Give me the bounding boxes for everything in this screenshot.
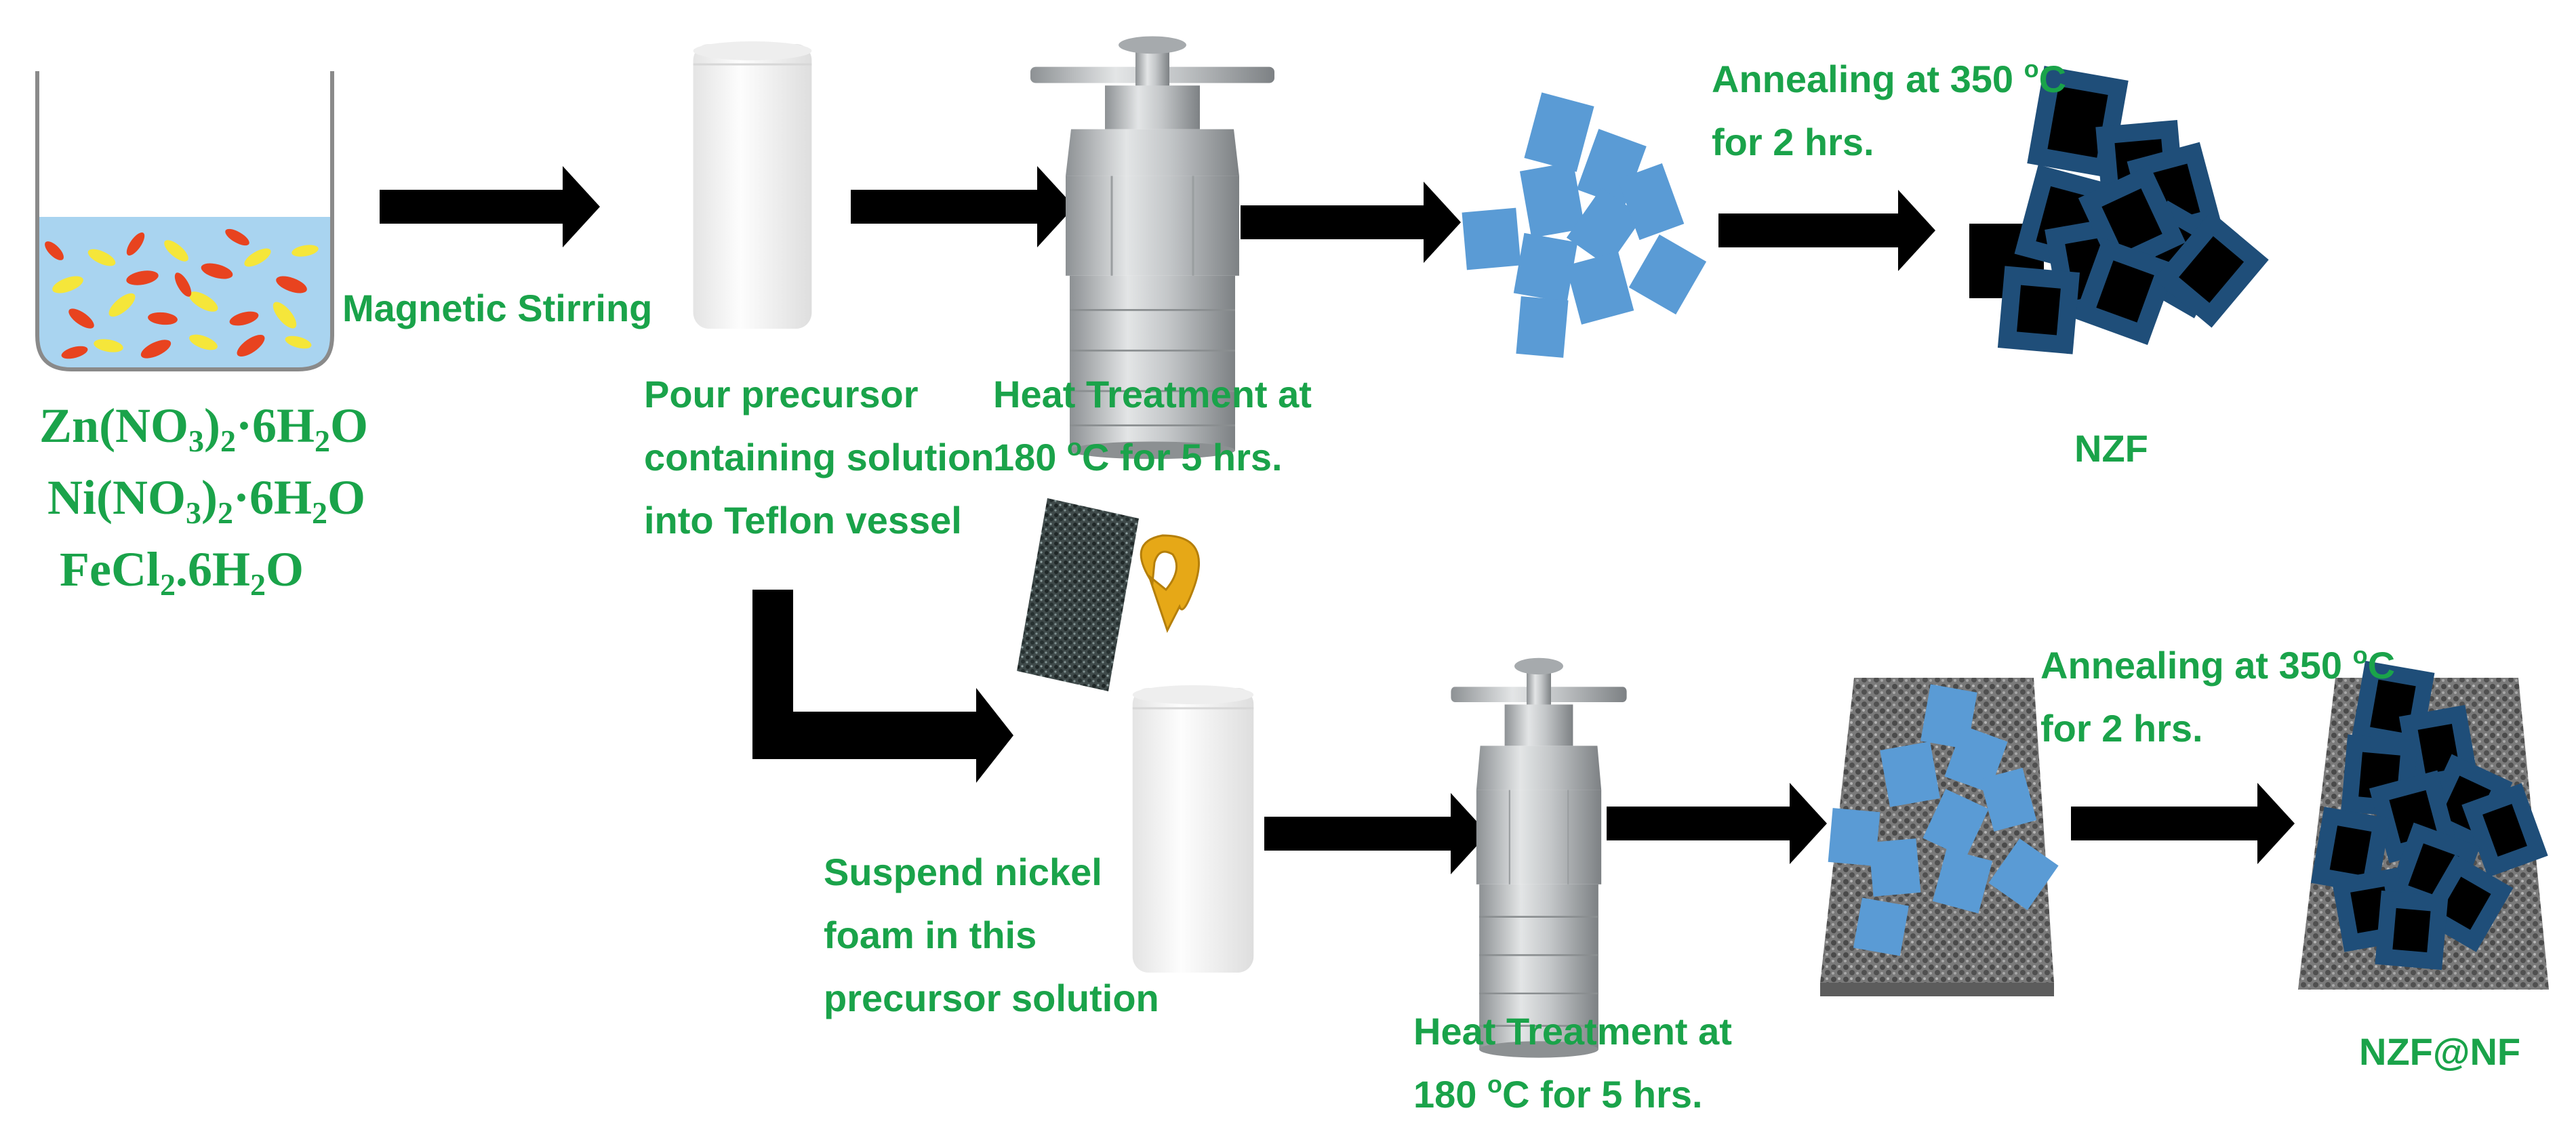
arrow-4 [1718, 190, 1935, 271]
arrow-l-shaped [752, 590, 1013, 783]
nickel-foam-icon [1017, 498, 1139, 691]
label-magnetic-stirring: Magnetic Stirring [342, 287, 653, 329]
plates-top [1462, 92, 1707, 358]
rotate-arrow-icon [1140, 534, 1200, 633]
arrow-3 [1241, 182, 1461, 263]
label-pour-precursor: Pour precursor containing solution into … [644, 373, 994, 542]
reagent-iron-chloride: FeCl2.6H2O [60, 542, 304, 602]
autoclave-icon-bottom [1450, 657, 1628, 1059]
arrow-2 [851, 166, 1074, 247]
label-product-nzf-nf: NZF@NF [2359, 1030, 2521, 1073]
label-product-nzf: NZF [2074, 427, 2148, 470]
reagent-zinc-nitrate: Zn(NO3)2·6H2O [39, 399, 369, 458]
teflon-vessel-icon [692, 40, 813, 330]
nickel-foam-block [1820, 678, 2059, 996]
nzf-nf-block [2298, 660, 2549, 990]
label-annealing-bottom: Annealing at 350 oC for 2 hrs. [2040, 641, 2396, 750]
label-heat-treatment-bottom: Heat Treatment at 180 oC for 5 hrs. [1413, 1010, 1732, 1116]
arrow-5 [1264, 793, 1488, 874]
arrow-1 [380, 166, 600, 247]
beaker-icon [35, 71, 334, 371]
label-suspend-nickel-foam: Suspend nickel foam in this precursor so… [824, 851, 1159, 1019]
arrow-6 [1607, 783, 1827, 864]
arrow-7 [2071, 783, 2295, 864]
label-heat-treatment-top: Heat Treatment at 180 oC for 5 hrs. [993, 373, 1312, 479]
reagent-nickel-nitrate: Ni(NO3)2·6H2O [47, 470, 365, 530]
nzf-plates [1969, 66, 2269, 354]
label-annealing-top: Annealing at 350 oC for 2 hrs. [1712, 55, 2067, 164]
